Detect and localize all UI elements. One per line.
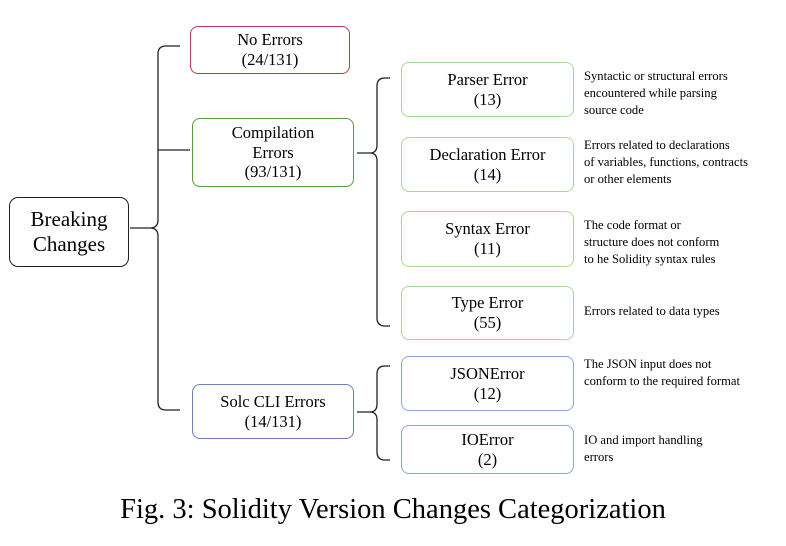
error-title: Syntax Error	[445, 219, 530, 239]
figure-caption: Fig. 3: Solidity Version Changes Categor…	[120, 494, 666, 525]
category-no-errors: No Errors (24/131)	[190, 26, 350, 74]
error-count: (14)	[473, 164, 502, 184]
error-declaration-error: Declaration Error (14)	[401, 137, 574, 192]
error-description: Errors related to data types	[584, 304, 720, 318]
root-bracket	[130, 45, 190, 411]
error-description: The JSON input does not conform to the r…	[584, 357, 740, 388]
error-count: (12)	[473, 383, 502, 403]
error-description: Syntactic or structural errors encounter…	[584, 69, 728, 117]
category-count: (14/131)	[244, 411, 302, 431]
error-title: JSONError	[450, 363, 525, 383]
error-count: (55)	[473, 313, 502, 332]
error-io-error: IOError (2)	[401, 425, 574, 474]
error-title: Declaration Error	[429, 144, 546, 164]
error-parser-error: Parser Error (13)	[401, 62, 574, 117]
error-type-error: Type Error (55)	[401, 286, 574, 340]
error-title: IOError	[461, 429, 514, 449]
root-label-line2: Changes	[32, 232, 106, 256]
cli-bracket	[357, 365, 390, 461]
category-compilation-errors: Compilation Errors (93/131)	[192, 118, 354, 187]
error-title: Parser Error	[447, 69, 528, 89]
error-title: Type Error	[451, 293, 524, 313]
error-count: (2)	[477, 449, 498, 469]
error-description: The code format or structure does not co…	[584, 218, 720, 266]
category-title: Solc CLI Errors	[220, 391, 326, 411]
category-count: (24/131)	[241, 50, 299, 69]
root-node-breaking-changes: Breaking Changes	[9, 197, 129, 267]
error-description: IO and import handling errors	[584, 433, 703, 464]
error-count: (13)	[473, 89, 502, 109]
compilation-bracket	[357, 77, 390, 327]
category-title: No Errors	[237, 30, 303, 50]
category-title-line2: Errors	[252, 142, 294, 162]
category-solc-cli-errors: Solc CLI Errors (14/131)	[192, 384, 354, 439]
category-count: (93/131)	[244, 162, 302, 182]
error-syntax-error: Syntax Error (11)	[401, 211, 574, 267]
error-json-error: JSONError (12)	[401, 356, 574, 411]
error-count: (11)	[474, 239, 501, 258]
category-title-line1: Compilation	[231, 122, 315, 142]
error-description: Errors related to declarations of variab…	[584, 138, 749, 186]
root-label-line1: Breaking	[30, 206, 108, 231]
